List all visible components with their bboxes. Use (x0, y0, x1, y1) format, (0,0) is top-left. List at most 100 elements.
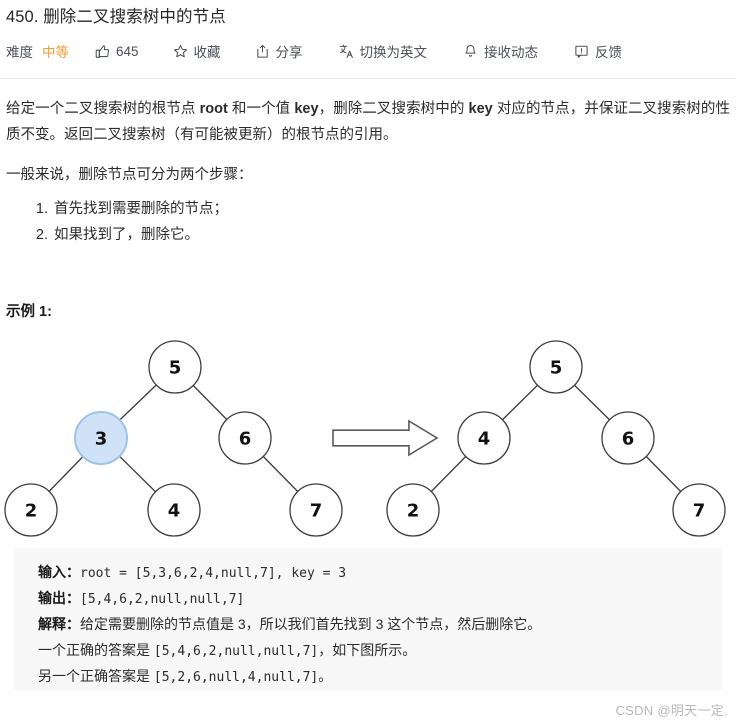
tree-node-4: 4 (457, 411, 511, 465)
star-icon (173, 44, 188, 59)
example-input-line: 输入：root = [5,3,6,2,4,null,7], key = 3 (38, 560, 722, 586)
tree-edge (262, 456, 299, 492)
example-answer-line-2: 另一个正确答案是 [5,2,6,null,4,null,7]。 (38, 664, 722, 690)
tree-edge (502, 384, 538, 421)
answer-1-prefix: 一个正确的答案是 (38, 642, 154, 658)
example-heading: 示例 1: (6, 304, 52, 320)
thumbs-up-icon (95, 44, 110, 59)
tree-edge (192, 385, 228, 420)
answer-1-suffix: ，如下图所示。 (318, 642, 417, 658)
tree-node-circle (672, 483, 726, 537)
example-input-value: root = [5,3,6,2,4,null,7], key = 3 (80, 566, 347, 581)
example-explain-label: 解释： (38, 616, 80, 632)
share-icon (255, 44, 270, 59)
tree-diagram: 5 3 6 2 4 7 5 4 6 2 7 (4, 340, 726, 537)
favorite-button[interactable]: 收藏 (173, 41, 221, 61)
subscribe-button[interactable]: 接收动态 (463, 41, 538, 61)
steps-intro: 一般来说，删除节点可分为两个步骤： (6, 167, 253, 183)
like-count: 645 (116, 43, 139, 59)
tree-edge (430, 456, 467, 492)
feedback-icon (574, 44, 589, 59)
desc-bold-key-2: key (468, 101, 493, 117)
tree-edge (119, 384, 157, 421)
share-button[interactable]: 分享 (255, 41, 303, 61)
tree-node-7: 7 (289, 483, 343, 537)
example-answer-line-1: 一个正确的答案是 [5,4,6,2,null,null,7]，如下图所示。 (38, 638, 722, 664)
example-input-label: 输入： (38, 564, 80, 580)
problem-description: 给定一个二叉搜索树的根节点 root 和一个值 key，删除二叉搜索树中的 ke… (6, 96, 730, 148)
tree-edge (48, 456, 84, 492)
tree-node-circle (601, 411, 655, 465)
example-explain-text: 给定需要删除的节点值是 3，所以我们首先找到 3 这个节点，然后删除它。 (80, 616, 542, 632)
answer-2-prefix: 另一个正确答案是 (38, 668, 154, 684)
favorite-label: 收藏 (193, 45, 221, 60)
tree-node-7: 7 (672, 483, 726, 537)
tree-node-label: 3 (95, 429, 108, 450)
tree-node-2: 2 (386, 483, 440, 537)
right-tree: 5 4 6 2 7 (386, 340, 726, 537)
list-item: 首先找到需要删除的节点； (52, 196, 228, 222)
tree-node-3: 3 (74, 411, 128, 465)
tree-node-circle (457, 411, 511, 465)
subscribe-label: 接收动态 (484, 45, 539, 60)
tree-node-circle (147, 483, 201, 537)
tree-edge (645, 456, 682, 492)
tree-node-label: 2 (407, 501, 420, 522)
answer-2-suffix: 。 (318, 668, 333, 684)
tree-node-label: 4 (478, 429, 491, 450)
tree-node-4: 4 (147, 483, 201, 537)
transform-arrow-icon (332, 419, 439, 457)
desc-bold-root: root (199, 101, 228, 117)
left-tree: 5 3 6 2 4 7 (4, 340, 343, 537)
translate-button[interactable]: 切换为英文 (339, 41, 428, 61)
answer-2-code: [5,2,6,null,4,null,7] (153, 670, 319, 685)
tree-node-6: 6 (218, 411, 272, 465)
example-output-value: [5,4,6,2,null,null,7] (80, 592, 245, 607)
tree-node-circle (218, 411, 272, 465)
tree-node-label: 7 (310, 501, 323, 522)
desc-part-2: 和一个值 (227, 101, 295, 117)
example-output-label: 输出： (38, 590, 80, 606)
bell-icon (463, 44, 478, 59)
desc-part-4: 对应的节点，并保证二叉搜索树的性质不变。返回二叉搜索树（有可能被更新）的根节点的… (6, 101, 730, 143)
example-block: 输入：root = [5,3,6,2,4,null,7], key = 3 输出… (14, 548, 722, 691)
bst-deletion-figure: 5 3 6 2 4 7 5 4 6 2 7 (0, 333, 736, 541)
tree-node-label: 5 (169, 358, 182, 379)
header-divider (0, 78, 736, 79)
share-label: 分享 (275, 45, 303, 60)
tree-node-label: 4 (168, 501, 181, 522)
tree-node-5: 5 (148, 340, 202, 394)
tree-edge (574, 384, 610, 421)
tree-node-label: 7 (693, 501, 706, 522)
tree-node-label: 2 (25, 501, 38, 522)
page-title: 450. 删除二叉搜索树中的节点 (6, 8, 226, 26)
steps-list: 首先找到需要删除的节点； 如果找到了，删除它。 (30, 196, 228, 248)
tree-node-circle (4, 483, 58, 537)
tree-node-circle-highlighted (74, 411, 128, 465)
csdn-watermark: CSDN @明天一定. (615, 703, 728, 718)
translate-label: 切换为英文 (359, 45, 428, 60)
desc-bold-key-1: key (294, 101, 319, 117)
desc-part-1: 给定一个二叉搜索树的根节点 (6, 101, 200, 117)
feedback-button[interactable]: 反馈 (574, 41, 622, 61)
answer-1-code: [5,4,6,2,null,null,7] (153, 644, 319, 659)
tree-node-2: 2 (4, 483, 58, 537)
tree-node-circle (529, 340, 583, 394)
tree-edge (119, 455, 156, 493)
difficulty-label: 难度 (6, 45, 33, 60)
tree-node-6: 6 (601, 411, 655, 465)
tree-node-label: 5 (550, 358, 563, 379)
like-button[interactable]: 645 (95, 44, 139, 59)
tree-node-label: 6 (239, 429, 252, 450)
feedback-label: 反馈 (595, 45, 623, 60)
desc-part-3: ，删除二叉搜索树中的 (318, 101, 469, 117)
difficulty-badge: 中等 (42, 45, 69, 60)
translate-icon (339, 44, 354, 59)
tree-node-circle (148, 340, 202, 394)
example-explain-line: 解释：给定需要删除的节点值是 3，所以我们首先找到 3 这个节点，然后删除它。 (38, 612, 722, 638)
tree-node-label: 6 (622, 429, 635, 450)
tree-node-circle (386, 483, 440, 537)
example-output-line: 输出：[5,4,6,2,null,null,7] (38, 586, 722, 612)
tree-node-5: 5 (529, 340, 583, 394)
tree-node-circle (289, 483, 343, 537)
